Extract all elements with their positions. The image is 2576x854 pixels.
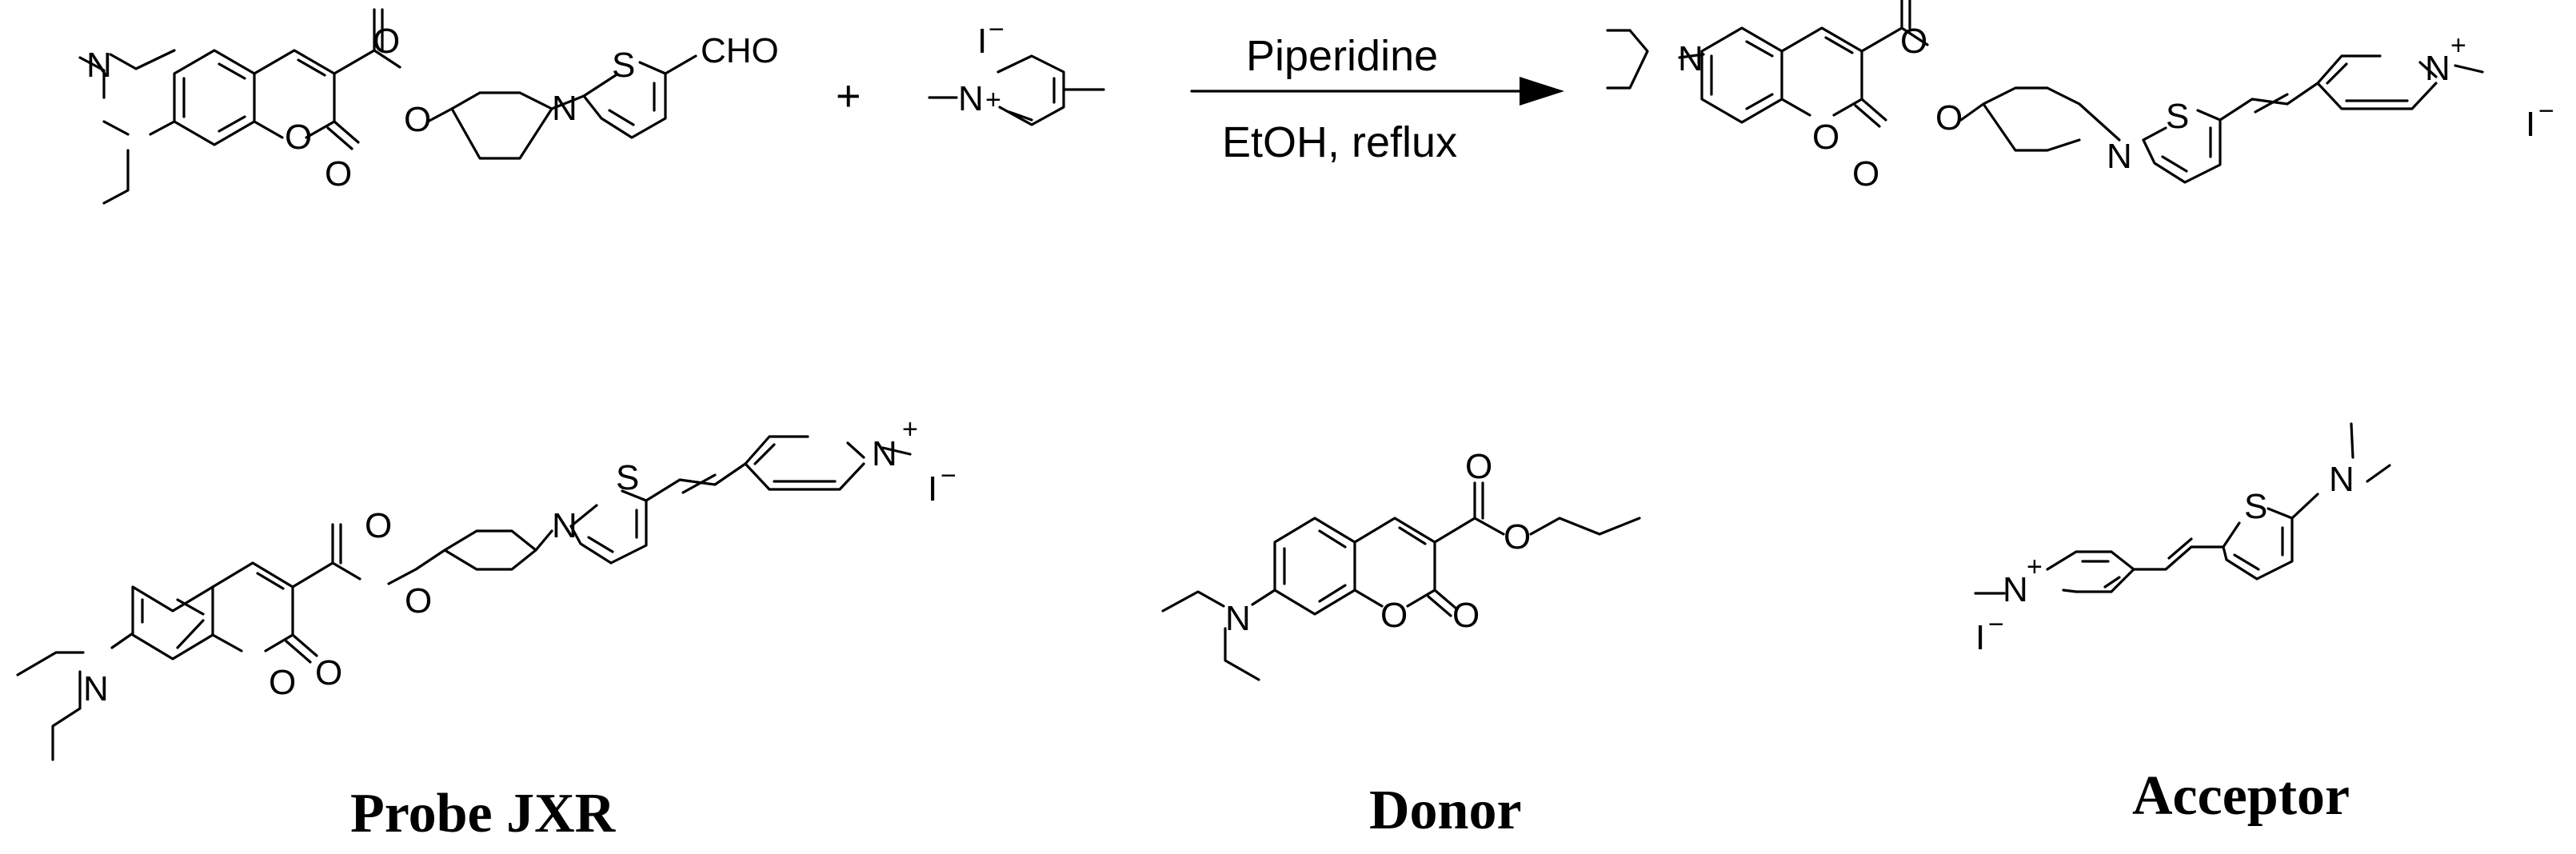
plus-sign: + xyxy=(836,72,861,120)
nitrogen-label: N xyxy=(872,434,897,473)
oxygen-label: O xyxy=(1380,596,1408,635)
reactant-aldehyde-structure: N O O O O N S CHO xyxy=(78,8,779,205)
nitrogen-label: N xyxy=(552,506,577,545)
oxygen-label: O xyxy=(365,506,392,545)
reagent-label: Piperidine xyxy=(1246,32,1438,80)
acceptor-structure: N + I − S N xyxy=(1974,422,2391,657)
sulfur-label: S xyxy=(2166,97,2189,136)
oxygen-label: O xyxy=(373,22,400,61)
aldehyde-label: CHO xyxy=(701,31,779,70)
caption-donor: Donor xyxy=(1369,780,1522,841)
positive-charge: + xyxy=(902,414,918,445)
negative-charge: − xyxy=(2538,96,2554,126)
iodide-label: I xyxy=(1975,618,1985,657)
negative-charge: − xyxy=(988,14,1004,45)
oxygen-label: O xyxy=(404,100,431,139)
nitrogen-label: N xyxy=(83,669,109,708)
oxygen-label: O xyxy=(1852,154,1879,194)
nitrogen-label: N xyxy=(1225,599,1251,638)
iodide-label: I xyxy=(928,469,937,509)
nitrogen-label: N xyxy=(2329,460,2354,499)
positive-charge: + xyxy=(2450,30,2466,61)
reaction-arrow xyxy=(1190,77,1564,106)
nitrogen-label: N xyxy=(2003,570,2028,609)
sulfur-label: S xyxy=(2244,487,2267,526)
nitrogen-label: N xyxy=(2425,49,2450,88)
oxygen-label: O xyxy=(285,118,312,157)
nitrogen-label: N xyxy=(2107,137,2132,176)
negative-charge: − xyxy=(941,461,957,491)
sulfur-label: S xyxy=(612,46,635,85)
sulfur-label: S xyxy=(616,458,639,497)
caption-acceptor: Acceptor xyxy=(2132,765,2350,827)
oxygen-label: O xyxy=(1900,22,1927,61)
iodide-label: I xyxy=(2526,105,2535,144)
oxygen-label: O xyxy=(1935,98,1963,138)
oxygen-label: O xyxy=(315,653,342,692)
negative-charge: − xyxy=(1988,609,2004,640)
positive-charge: + xyxy=(985,85,1001,115)
nitrogen-label: N xyxy=(552,89,577,128)
positive-charge: + xyxy=(2027,552,2043,582)
donor-structure: N O O O O xyxy=(1161,447,1641,681)
probe-jxr-structure: N O O O O N S N + I − xyxy=(16,414,957,761)
nitrogen-label: N xyxy=(86,46,112,85)
nitrogen-label: N xyxy=(1678,39,1703,78)
product-structure: N O O O O N S N + I − xyxy=(1606,0,2554,194)
nitrogen-label: N xyxy=(958,79,984,118)
oxygen-label: O xyxy=(1812,118,1839,157)
oxygen-label: O xyxy=(1452,596,1480,635)
oxygen-label: O xyxy=(1504,517,1531,557)
reactant-pyridinium-structure: N + I − xyxy=(928,14,1105,126)
conditions-label: EtOH, reflux xyxy=(1222,118,1457,166)
iodide-label: I xyxy=(977,22,987,61)
oxygen-label: O xyxy=(405,581,432,621)
oxygen-label: O xyxy=(269,663,296,702)
oxygen-label: O xyxy=(325,154,352,194)
caption-probe: Probe JXR xyxy=(350,783,617,844)
oxygen-label: O xyxy=(1465,447,1492,486)
